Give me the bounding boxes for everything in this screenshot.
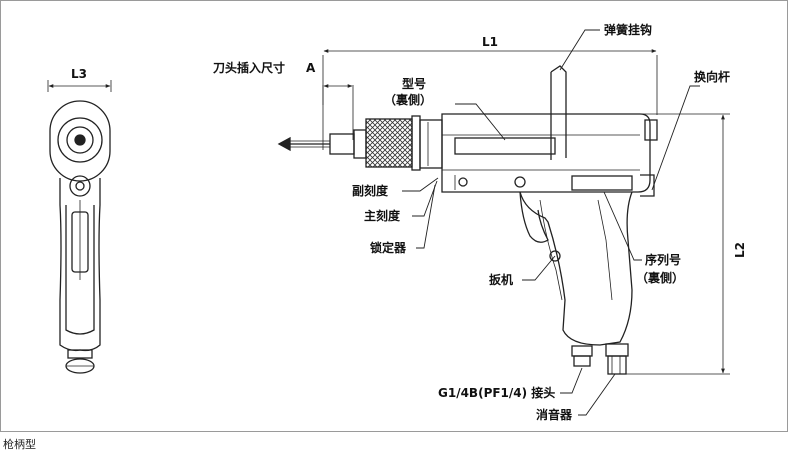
front-view [47,80,112,374]
muffler-label: 消音器 [536,407,573,422]
main-scale-label: 主刻度 [364,208,401,223]
leader-lines [402,29,700,416]
side-view [277,49,730,375]
serial-no-note: （裏側） [636,270,684,285]
dim-l1-label: L1 [482,35,498,49]
lock-label: 锁定器 [370,240,407,255]
dim-l3-label: L3 [71,67,87,81]
dim-l2-label: L2 [733,242,747,258]
dim-a-label: A [306,61,316,75]
spring-hook-label: 弹簧挂钩 [604,22,652,37]
connector-label: G1/4B(PF1/4) 接头 [438,385,555,400]
diagram-caption: 枪柄型 [3,438,36,451]
reverse-lever-label: 换向杆 [694,69,730,84]
diagram-frame [0,0,788,432]
tool-diagram: L3 L1 L2 刀头插入尺寸 A 型号 （裏側） 弹簧挂钩 换向杆 副刻度 主… [47,22,747,422]
trigger-label: 扳机 [489,272,513,287]
model-no-note: （裏側） [384,92,432,107]
sub-scale-label: 副刻度 [352,183,389,198]
bit-insert-size-label: 刀头插入尺寸 [213,60,285,75]
model-no-label: 型号 [402,76,426,91]
serial-no-label: 序列号 [645,252,681,267]
